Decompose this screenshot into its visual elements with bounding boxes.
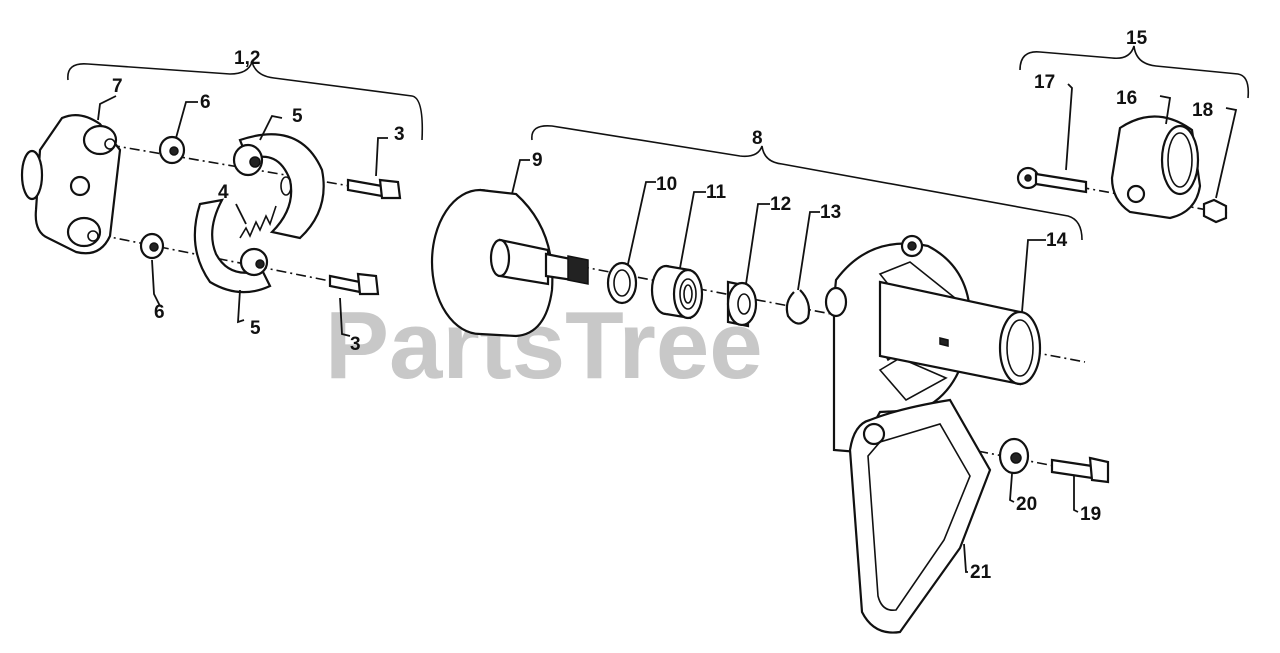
leader-lines [97, 83, 1238, 573]
part-16-clamp [1110, 115, 1202, 220]
part-6-washer-upper [158, 135, 186, 165]
callout-14: 14 [1046, 230, 1068, 251]
callout-15: 15 [1126, 28, 1148, 49]
callout-3-lower: 3 [350, 334, 361, 355]
callout-8: 8 [752, 128, 763, 149]
part-18-nut [1202, 198, 1228, 224]
callout-5-upper: 5 [292, 106, 303, 127]
part-9-clutch-drum [430, 188, 589, 338]
callout-13: 13 [820, 202, 841, 223]
part-5-clutch-shoe-lower [193, 198, 272, 294]
part-12-bushing [726, 280, 758, 328]
part-6-washer-lower [139, 232, 165, 260]
callout-17: 17 [1034, 72, 1055, 93]
callout-19: 19 [1080, 504, 1101, 525]
part-14-clutch-housing [824, 234, 1042, 454]
part-20-washer [998, 437, 1030, 475]
part-3-bolt-upper [346, 178, 402, 200]
callout-3-upper: 3 [394, 124, 405, 145]
callout-1-2: 1,2 [234, 48, 260, 69]
callout-18: 18 [1192, 100, 1213, 121]
callout-labels: 1,2 3 3 4 5 5 6 6 7 8 9 10 11 12 13 14 1… [112, 28, 1213, 583]
part-4-spring [235, 203, 277, 239]
part-21-support-bracket [848, 398, 992, 634]
callout-16: 16 [1116, 88, 1137, 109]
assembly-brackets [67, 45, 1250, 241]
part-19-bolt [1050, 456, 1110, 484]
callout-6-lower: 6 [154, 302, 165, 323]
part-10-snap-ring [606, 261, 638, 305]
callout-5-lower: 5 [250, 318, 261, 339]
part-3-bolt-lower [328, 272, 380, 296]
part-13-circlip [785, 289, 811, 325]
callout-21: 21 [970, 562, 992, 583]
part-7-hub-plate [20, 113, 122, 255]
callout-12: 12 [770, 194, 791, 215]
callout-9: 9 [532, 150, 543, 171]
part-11-bearing [650, 264, 704, 320]
part-5-clutch-shoe-upper [232, 133, 325, 240]
callout-20: 20 [1016, 494, 1037, 515]
callout-6-upper: 6 [200, 92, 211, 113]
callout-11: 11 [706, 182, 727, 203]
callout-10: 10 [656, 174, 677, 195]
callout-7: 7 [112, 76, 123, 97]
part-17-screw [1016, 166, 1088, 194]
callout-4: 4 [218, 182, 229, 203]
